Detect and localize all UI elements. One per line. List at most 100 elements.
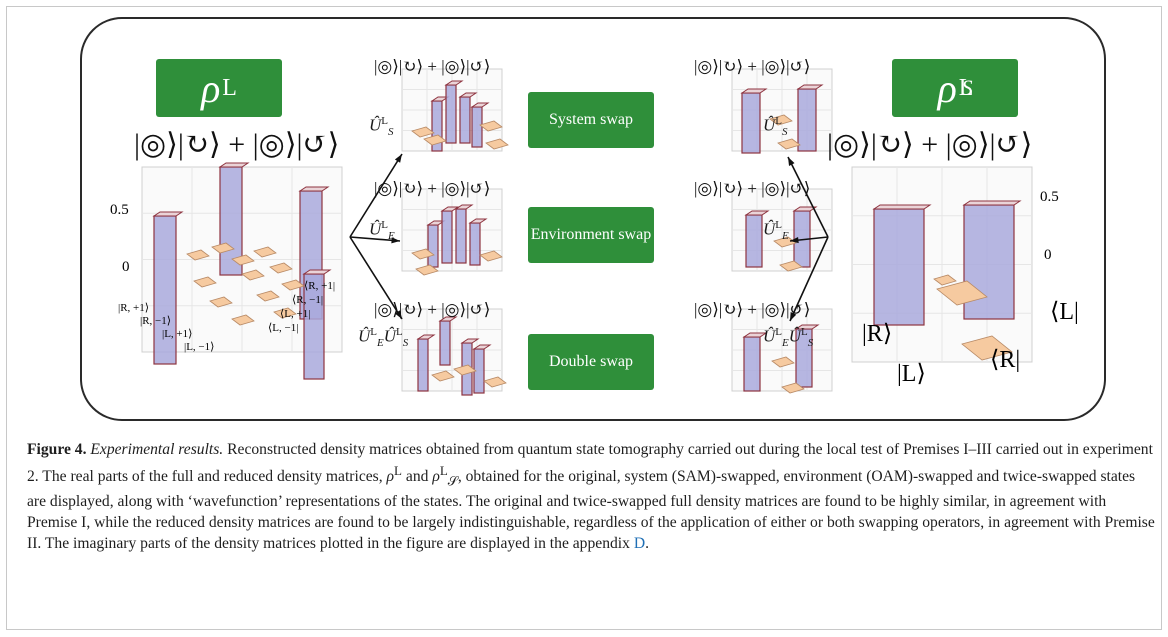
double-full-plot-bar-2-top	[460, 338, 480, 344]
col-label-0: ⟨R, +1|	[304, 280, 335, 292]
wavefunction-double-full: |◎⟩|↻⟩ + |◎⟩|↺⟩	[374, 300, 491, 319]
arrow-right-system	[787, 156, 829, 238]
environment-full-plot-bar-1	[441, 210, 453, 264]
operator-double-right: ÛLEÛLS	[763, 326, 814, 350]
arrow-to-system-head	[394, 154, 402, 163]
col-label-1: ⟨R, −1|	[292, 294, 323, 306]
appendix-link[interactable]: D	[633, 535, 646, 553]
full-tile-2	[231, 254, 255, 266]
caption-text-2: , obtained for the original, system (SAM…	[27, 468, 1155, 553]
system-swap-label: System swap	[528, 92, 654, 148]
full-tile-10	[231, 314, 255, 326]
arrow-to-system	[349, 153, 403, 238]
system-reduced-plot-tile-0	[769, 114, 793, 126]
environment-full-plot-tile-1	[479, 250, 503, 262]
operator-double-left: ÛLEÛLS	[358, 326, 409, 350]
environment-reduced-plot-bar-0-top	[744, 210, 770, 216]
z-tick-0: 0	[122, 259, 130, 275]
full-tile-0	[186, 249, 210, 261]
double-reduced-plot-bar-1-top	[794, 324, 820, 330]
rho-reduced-base: ρ	[937, 65, 957, 111]
environment-full-plot-bar-1-top	[440, 206, 460, 212]
full-bar-1-top	[152, 211, 184, 217]
full-bar-3-top	[298, 186, 330, 192]
double-full-plot-tile-1	[453, 364, 477, 376]
reduced-z-tick-0: 0	[1044, 247, 1052, 263]
wavefunction-reduced: |◎⟩|↻⟩ + |◎⟩|↺⟩	[827, 128, 1033, 161]
arrow-to-environment-head	[391, 237, 400, 244]
full-tile-5	[241, 269, 265, 281]
full-tile-7	[209, 296, 233, 308]
caption-rho-reduced: ρ	[432, 468, 440, 486]
wavefunction-system-reduced: |◎⟩|↻⟩ + |◎⟩|↺⟩	[694, 57, 811, 76]
wavefunction-full: |◎⟩|↻⟩ + |◎⟩|↺⟩	[134, 128, 340, 161]
full-tile-8	[256, 290, 280, 302]
full-tile-4	[193, 276, 217, 288]
double-reduced-plot-tile-1	[781, 382, 805, 394]
system-full-plot-bar-3	[471, 106, 483, 148]
system-full-plot-tile-1	[423, 134, 447, 146]
operator-system-left: ÛLS	[369, 115, 394, 139]
arrow-right-double	[789, 236, 829, 322]
system-reduced-plot-bar-1	[797, 88, 817, 152]
wavefunction-double-reduced: |◎⟩|↻⟩ + |◎⟩|↺⟩	[694, 300, 811, 319]
system-full-plot-bar-1-top	[444, 80, 464, 86]
row-label-3: |L, −1⟩	[184, 341, 214, 353]
environment-reduced-plot-bar-0	[745, 214, 763, 268]
full-tile-11	[273, 307, 297, 319]
caption-rho-full-sup: L	[394, 463, 402, 478]
system-full-plot-bar-2	[459, 96, 471, 144]
full-tile-3	[253, 246, 277, 258]
environment-reduced-plot-bar-1-top	[792, 206, 818, 212]
double-full-plot-bar-3-top	[472, 344, 492, 350]
system-reduced-plot-bar-1-top	[796, 84, 824, 90]
caption-italic-title: Experimental results.	[90, 441, 224, 458]
arrow-from-double	[349, 236, 403, 320]
full-bar-2-top	[218, 162, 250, 168]
figure-caption: Figure 4. Experimental results. Reconstr…	[27, 441, 1155, 553]
reduced-row-label-L: |L⟩	[897, 361, 926, 387]
wavefunction-environment-reduced: |◎⟩|↻⟩ + |◎⟩|↺⟩	[694, 179, 811, 198]
arrow-from-double-head	[394, 310, 402, 319]
col-label-2: ⟨L, +1|	[280, 308, 310, 320]
environment-reduced-plot-tile-0	[773, 236, 797, 248]
environment-full-plot-tile-2	[415, 264, 439, 276]
rho-full-base: ρ	[201, 65, 221, 111]
row-label-0: |R, +1⟩	[118, 302, 149, 314]
caption-rho-full: ρ	[386, 468, 395, 486]
reduced-tile-big-0	[936, 280, 988, 306]
double-full-plot-bar-0-top	[416, 334, 436, 340]
full-tile-9	[281, 279, 305, 291]
environment-full-plot-tile-0	[411, 248, 435, 260]
system-reduced-plot-bar-0	[741, 92, 761, 154]
system-reduced-plot-bar-0-top	[740, 88, 768, 94]
double-reduced-plot-bar-0	[743, 336, 761, 392]
row-label-1: |R, −1⟩	[140, 315, 171, 327]
double-swap-label: Double swap	[528, 334, 654, 390]
double-full-plot-tile-0	[431, 370, 455, 382]
system-full-plot-tile-3	[485, 138, 509, 150]
arrow-right-system-head	[788, 157, 795, 166]
rho-reduced-sup: L	[958, 74, 974, 101]
reduced-row-label-R: |R⟩	[862, 321, 892, 347]
system-full-plot-bar-3-top	[470, 102, 490, 108]
environment-full-plot-bar-0	[427, 224, 439, 268]
system-full-plot-tile-0	[411, 126, 435, 138]
environment-full-plot-bar-3	[469, 222, 481, 266]
figure-diagram: 0.50|R, +1⟩|R, −1⟩|L, +1⟩|L, −1⟩⟨R, +1|⟨…	[110, 68, 1079, 396]
row-label-2: |L, +1⟩	[162, 328, 192, 340]
wavefunction-environment-full: |◎⟩|↻⟩ + |◎⟩|↺⟩	[374, 179, 491, 198]
reduced-bar-2-top	[962, 200, 1022, 206]
wavefunction-system-full: |◎⟩|↻⟩ + |◎⟩|↺⟩	[374, 57, 491, 76]
arrow-right-double-head	[790, 312, 797, 321]
double-full-plot-bar-1-top	[438, 316, 458, 322]
system-full-plot-bar-1	[445, 84, 457, 144]
col-label-3: ⟨L, −1|	[268, 322, 298, 334]
reduced-bar-1	[873, 208, 925, 326]
full-tile-1	[211, 242, 235, 254]
double-full-plot-bar-0	[417, 338, 429, 392]
